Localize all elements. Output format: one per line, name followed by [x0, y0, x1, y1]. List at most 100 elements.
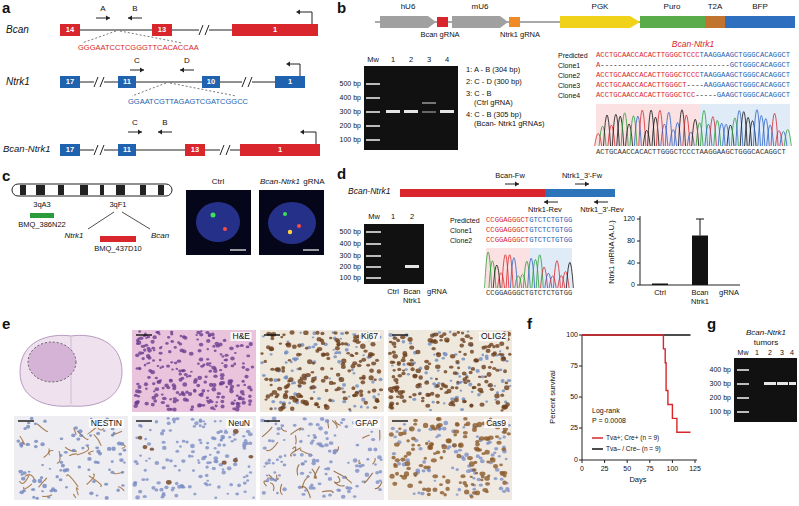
figure-label: Bcan	[151, 232, 169, 241]
histology-panel	[336, 373, 341, 377]
histology-panel	[413, 419, 418, 423]
fish-image	[268, 202, 316, 244]
histology-panel	[236, 384, 240, 387]
histology-panel	[182, 337, 185, 339]
histology-panel	[174, 346, 177, 349]
histology-panel	[353, 339, 357, 342]
histology-panel	[159, 352, 163, 355]
histology-panel	[271, 400, 275, 403]
histology-panel	[138, 490, 142, 494]
chromatogram	[696, 123, 703, 146]
histology-panel	[180, 335, 183, 337]
histology-panel	[493, 452, 496, 455]
gene-map	[132, 83, 166, 96]
histology-panel	[393, 378, 398, 382]
histology-panel	[412, 393, 417, 397]
histology-panel	[197, 403, 201, 407]
histology-panel	[49, 490, 53, 493]
figure-label: Ki67	[359, 332, 380, 341]
figure-label: (Bcan- Ntrk1 gRNAs)	[474, 120, 544, 128]
histology-panel	[470, 350, 474, 354]
histology-panel	[177, 360, 182, 363]
histology-panel	[345, 331, 349, 334]
histology-panel	[476, 454, 480, 458]
figure-label: 100	[667, 465, 679, 473]
chromatogram	[596, 104, 700, 146]
histology-panel	[211, 387, 216, 391]
histology-panel	[462, 399, 466, 403]
histology-panel	[396, 396, 399, 399]
figure-label: 2	[409, 56, 413, 64]
histology-panel	[340, 332, 344, 335]
bar-chart	[640, 285, 740, 286]
histology-panel	[442, 475, 445, 478]
histology-panel	[353, 495, 357, 498]
histology-panel	[469, 371, 473, 375]
survival-plot	[579, 335, 582, 336]
histology-panel	[347, 490, 351, 493]
histology-panel	[182, 382, 187, 386]
histology-panel	[502, 405, 506, 408]
histology-panel	[468, 366, 471, 369]
histology-panel	[219, 430, 223, 433]
histology-panel	[431, 347, 435, 350]
histology-panel	[373, 448, 377, 452]
chromatogram	[498, 273, 505, 288]
figure-label: C	[132, 119, 138, 128]
figure-label: 75	[646, 465, 654, 473]
histology-panel	[341, 495, 346, 499]
histology-panel	[260, 416, 384, 500]
histology-panel	[449, 365, 454, 368]
figure-label: 40	[627, 259, 635, 267]
histology-panel	[137, 390, 141, 394]
brain-section	[20, 335, 122, 406]
histology-panel	[268, 459, 271, 462]
histology-panel	[18, 470, 23, 474]
histology-panel	[137, 340, 142, 344]
histology-panel	[456, 454, 461, 458]
histology-panel	[495, 344, 500, 348]
histology-panel	[416, 368, 422, 373]
histology-panel	[379, 378, 383, 382]
histology-panel	[460, 408, 464, 411]
histology-panel	[407, 484, 413, 488]
histology-panel	[151, 347, 155, 350]
chromatogram	[639, 110, 646, 146]
histology-panel	[248, 455, 253, 459]
histology-panel	[344, 342, 348, 345]
histology-panel	[477, 383, 481, 386]
histology-panel	[196, 384, 200, 388]
bar-chart	[696, 219, 704, 220]
histology-panel	[197, 459, 200, 461]
histology-panel	[401, 358, 406, 362]
histology-panel	[312, 362, 315, 365]
chromosome-ideogram	[80, 185, 88, 195]
histology-panel	[300, 472, 304, 475]
histology-panel	[417, 444, 420, 446]
histology-panel	[367, 391, 370, 394]
histology-panel	[292, 344, 297, 349]
histology-panel	[47, 496, 50, 499]
histology-panel	[222, 443, 225, 446]
histology-panel	[467, 379, 471, 382]
histology-panel	[402, 399, 407, 403]
histology-panel	[439, 339, 442, 342]
histology-panel	[505, 381, 509, 384]
histology-panel	[205, 446, 209, 450]
histology-panel	[233, 458, 238, 463]
figure-label: Days	[629, 476, 646, 484]
histology-panel	[463, 417, 467, 421]
histology-panel	[501, 357, 507, 362]
histology-panel	[230, 356, 235, 360]
histology-panel	[404, 455, 408, 458]
histology-panel	[437, 423, 443, 427]
legend-swatch	[592, 448, 603, 450]
figure-label: 1	[391, 213, 395, 221]
histology-panel	[395, 458, 400, 462]
histology-panel	[463, 353, 467, 356]
histology-panel	[423, 465, 428, 469]
histology-panel	[263, 465, 266, 467]
histology-panel	[417, 383, 422, 387]
histology-panel	[398, 427, 401, 430]
histology-panel	[397, 363, 401, 366]
